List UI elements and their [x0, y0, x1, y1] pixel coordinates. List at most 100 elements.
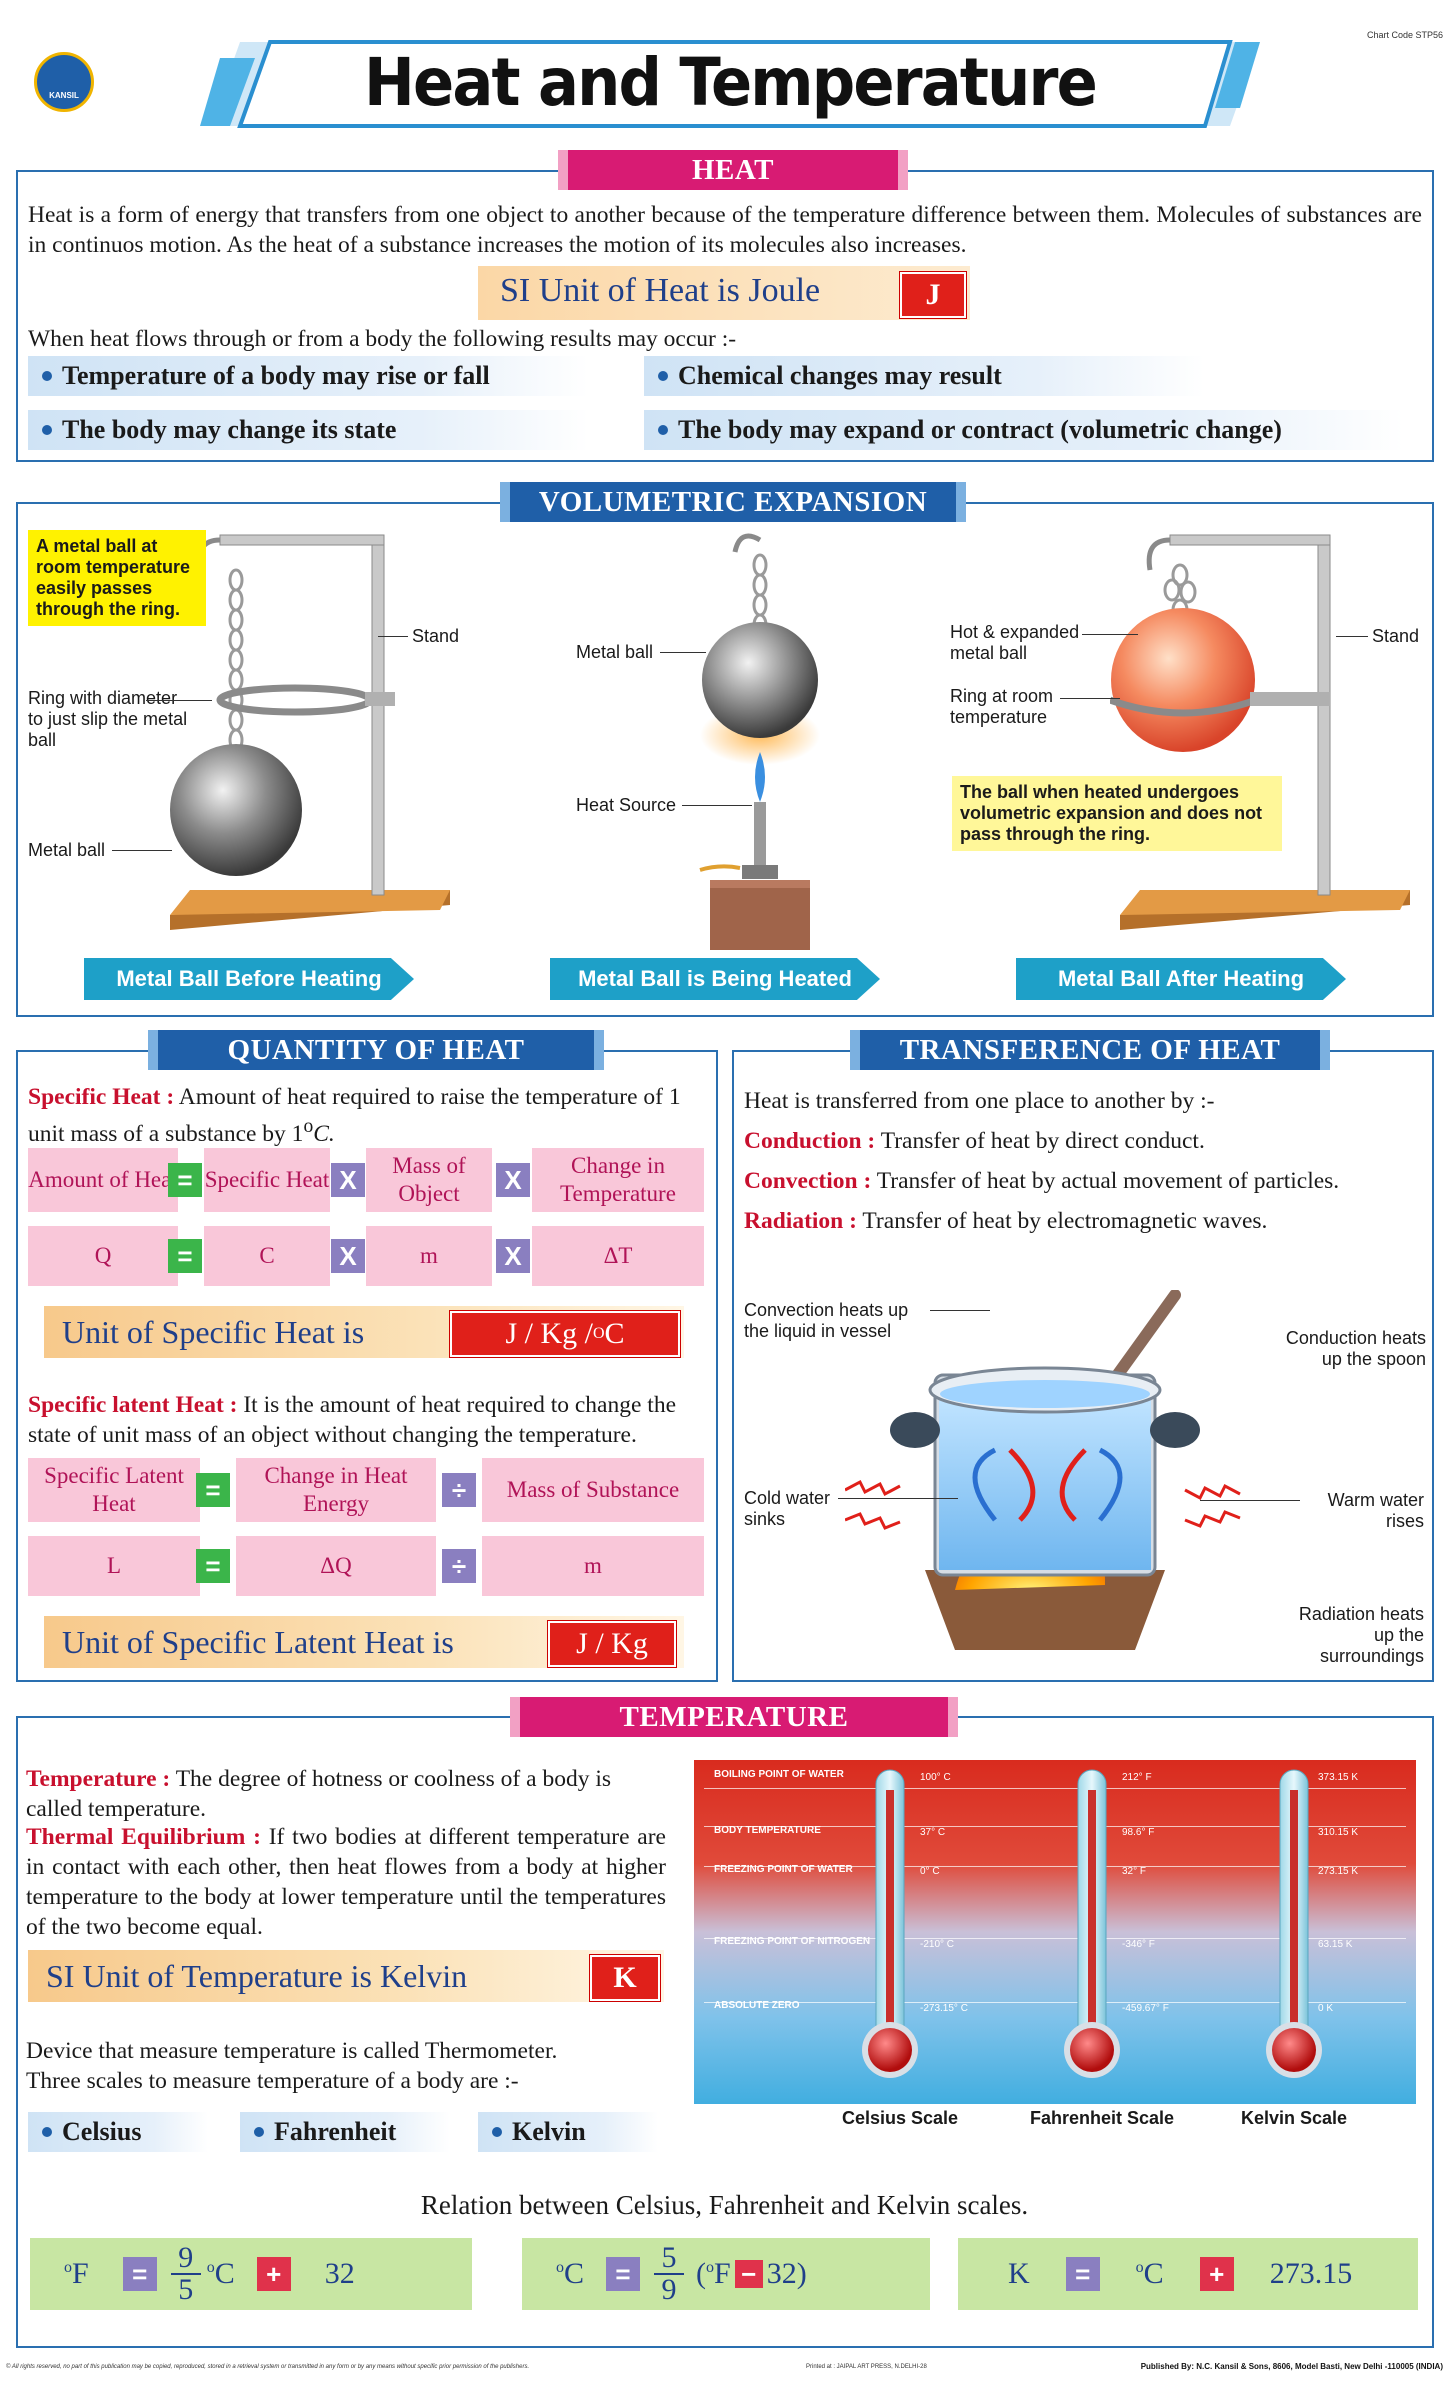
times-icon: X [496, 1239, 530, 1273]
eq2-word: Change in Heat Energy [236, 1458, 436, 1522]
leader-line [146, 700, 212, 701]
heat-result-item: The body may change its state [28, 410, 588, 450]
celsius-value: 0° C [920, 1866, 940, 1877]
arrow-being-heated: Metal Ball is Being Heated [550, 958, 880, 1000]
formula-unit-letter: C [214, 2257, 235, 2290]
heat-result-text: Temperature of a body may rise or fall [62, 361, 490, 390]
eq1-symbol: m [366, 1226, 492, 1286]
fahrenheit-thermometer [1064, 1769, 1120, 2078]
equals-icon: = [196, 1549, 230, 1583]
times-icon: X [331, 1163, 365, 1197]
eq1-word: Mass of Object [366, 1148, 492, 1212]
formula-paren: ( [696, 2257, 707, 2290]
scales-intro: Three scales to measure temperature of a… [26, 2068, 519, 2094]
equals-icon: = [1065, 2257, 1100, 2291]
fahrenheit-value: 98.6° F [1122, 1827, 1155, 1838]
heat-result-text: The body may change its state [62, 415, 397, 444]
formula-constant: 32 [324, 2257, 355, 2290]
leader-line [112, 850, 172, 851]
row-line [704, 2002, 1406, 2003]
minus-icon: − [734, 2259, 763, 2289]
thermometer-device-text: Device that measure temperature is calle… [26, 2038, 558, 2064]
bullet-icon [492, 2127, 502, 2137]
si-unit-heat-text: SI Unit of Heat is Joule [500, 272, 821, 309]
thermo-row-label: BODY TEMPERATURE [714, 1825, 821, 1836]
logo-text: KANSIL [49, 91, 79, 100]
eq1-word: Specific Heat [204, 1148, 330, 1212]
scale-name: Fahrenheit [274, 2117, 397, 2146]
eq1-word: Change in Temperature [532, 1148, 704, 1212]
eq1-symbol: C [204, 1226, 330, 1286]
pot-illustration [845, 1290, 1241, 1650]
celsius-value: -210° C [920, 1939, 955, 1950]
heat-result-item: Chemical changes may result [644, 356, 1204, 396]
kelvin-value: 373.15 K [1318, 1772, 1359, 1783]
label-stand-after: Stand [1372, 626, 1420, 646]
thermo-row-label: BOILING POINT OF WATER [714, 1769, 844, 1780]
formula-lhs: K [1008, 2257, 1030, 2290]
formula-constant: 273.15 [1269, 2257, 1353, 2290]
eq2-symbol: L [28, 1536, 200, 1596]
divide-icon: ÷ [442, 1549, 476, 1583]
eq2-symbol: m [482, 1536, 704, 1596]
scale-name: Celsius [62, 2117, 142, 2146]
bullet-icon [42, 371, 52, 381]
transference-item: Conduction : Transfer of heat by direct … [744, 1126, 1205, 1156]
label-heat-source: Heat Source [576, 795, 677, 815]
arrow-after-heating: Metal Ball After Heating [1016, 958, 1346, 1000]
numerator: 9 [178, 2241, 194, 2274]
note-after-heating: The ball when heated undergoes volumetri… [952, 776, 1282, 851]
row-line [704, 1938, 1406, 1939]
degree-sup: o [206, 2259, 215, 2276]
caption-warm-water: Warm water rises [1327, 1490, 1424, 1531]
si-unit-heat-banner [478, 266, 970, 320]
leader-line [682, 805, 752, 806]
caption-conduction: Conduction heats up the spoon [1285, 1328, 1426, 1369]
conduction-label: Conduction : [744, 1128, 876, 1154]
stand-illustration-before [170, 534, 450, 930]
eq1-symbol: ΔT [532, 1226, 704, 1286]
heat-result-item: The body may expand or contract (volumet… [644, 410, 1404, 450]
radiation-label: Radiation : [744, 1208, 857, 1234]
formula-unit: oC [1136, 2257, 1164, 2291]
temperature-text: The degree of hotness or coolness of a b… [26, 1766, 611, 1822]
relation-title: Relation between Celsius, Fahrenheit and… [420, 2190, 1029, 2220]
thermal-equilibrium-definition: Thermal Equilibrium : If two bodies at d… [26, 1822, 666, 1942]
caption-convection: Convection heats up the liquid in vessel [744, 1300, 909, 1341]
kelvin-value: 310.15 K [1318, 1827, 1359, 1838]
equals-icon: = [168, 1163, 202, 1197]
specific-heat-text: Amount of heat required to raise the tem… [28, 1084, 681, 1147]
thermal-equilibrium-text: If two bodies at different temperature a… [26, 1824, 666, 1940]
thermo-row-label: FREEZING POINT OF NITROGEN [714, 1936, 871, 1947]
thermo-grid-lines [694, 1760, 1416, 2104]
transference-intro: Heat is transferred from one place to an… [744, 1088, 1215, 1114]
row-line [704, 1866, 1406, 1867]
quantity-section-title: QUANTITY OF HEAT [148, 1030, 604, 1070]
eq2-word: Specific Latent Heat [28, 1458, 200, 1522]
burner-illustration [699, 533, 820, 950]
convection-text: Transfer of heat by actual movement of p… [876, 1168, 1340, 1194]
formula-unit-letter: C [1143, 2257, 1164, 2290]
latent-heat-definition: Specific latent Heat : It is the amount … [28, 1390, 712, 1450]
leader-line [1060, 698, 1120, 699]
unit-specific-heat-text: Unit of Specific Heat is [62, 1313, 365, 1350]
kelvin-thermometer [1266, 1769, 1322, 2078]
leader-line [1336, 636, 1368, 637]
scale-item: Celsius [28, 2112, 208, 2152]
degree-sup: o [64, 2259, 72, 2276]
eq1-word: Amount of Heat [28, 1148, 178, 1212]
temperature-definition: Temperature : The degree of hotness or c… [26, 1764, 666, 1824]
formula-inner: oF [706, 2257, 731, 2291]
thermo-caption: Fahrenheit Scale [1029, 2108, 1175, 2128]
title-banner-decoration [200, 40, 1260, 128]
transference-item: Radiation : Transfer of heat by electrom… [744, 1206, 1267, 1236]
temperature-section-title: TEMPERATURE [510, 1697, 958, 1737]
fahrenheit-value: -346° F [1122, 1939, 1155, 1950]
plus-icon: + [256, 2257, 291, 2291]
fraction-bar [170, 2273, 201, 2275]
eq2-word: Mass of Substance [482, 1458, 704, 1522]
convection-label: Convection : [744, 1168, 872, 1194]
thermo-caption: Kelvin Scale [1240, 2108, 1348, 2128]
